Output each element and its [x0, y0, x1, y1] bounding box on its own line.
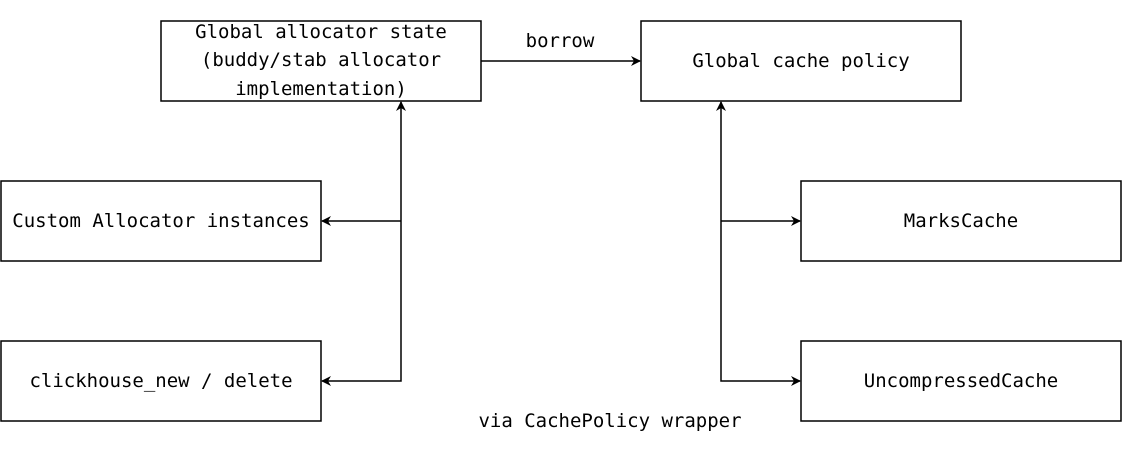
node-label-line: Global allocator state: [195, 21, 447, 43]
node-uncompressed-cache: UncompressedCache: [800, 340, 1122, 422]
node-custom-allocator-instances: Custom Allocator instances: [0, 180, 322, 262]
node-clickhouse-new-delete: clickhouse_new / delete: [0, 340, 322, 422]
edge-uncompressed-cache: [720, 221, 801, 386]
node-label: MarksCache: [904, 210, 1018, 232]
edge-clickhouse-new-delete: [321, 221, 402, 386]
edge-label-cache-policy-wrapper: via CachePolicy wrapper: [478, 410, 741, 432]
node-label: Global cache policy: [692, 50, 909, 72]
node-label-line: implementation): [235, 78, 407, 100]
node-label: clickhouse_new / delete: [29, 370, 292, 392]
node-label-line: (buddy/stab allocator: [201, 49, 441, 71]
node-marks-cache: MarksCache: [800, 180, 1122, 262]
node-label: Custom Allocator instances: [12, 210, 309, 232]
node-global-cache-policy: Global cache policy: [640, 20, 962, 102]
node-label: UncompressedCache: [864, 370, 1058, 392]
edge-label-borrow: borrow: [526, 30, 595, 52]
node-global-allocator-state: Global allocator state (buddy/stab alloc…: [160, 20, 482, 102]
edges: [321, 56, 801, 386]
